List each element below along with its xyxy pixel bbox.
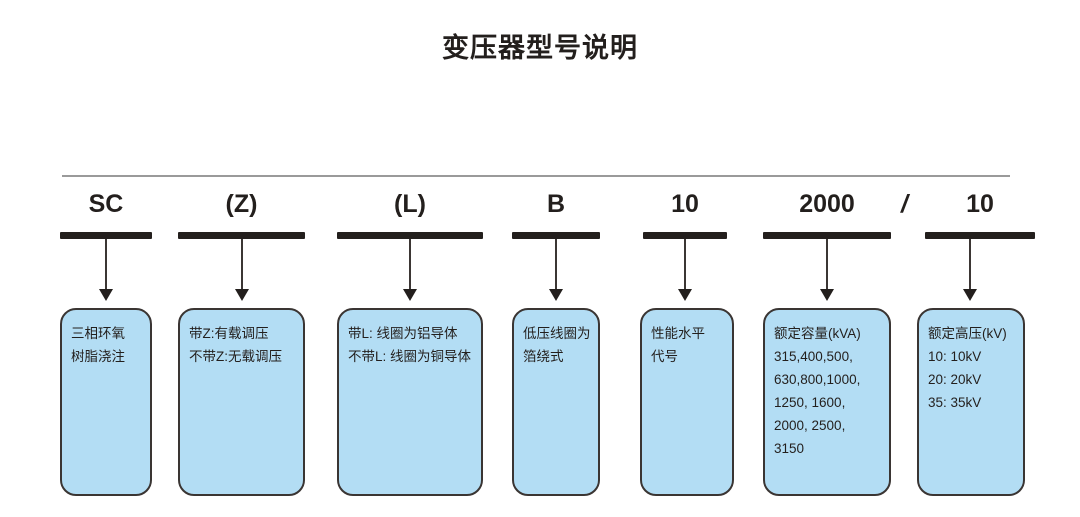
description-box-7: 额定高压(kV) 10: 10kV 20: 20kV 35: 35kV [917, 308, 1025, 496]
code-underline-2 [178, 232, 305, 239]
description-box-2: 带Z:有载调压 不带Z:无载调压 [178, 308, 305, 496]
code-underline-4 [512, 232, 600, 239]
description-box-5: 性能水平 代号 [640, 308, 734, 496]
arrow-head-5 [678, 289, 692, 301]
desc-line: 315,400,500, [774, 349, 853, 364]
code-group-3: (L) [337, 188, 483, 239]
header-divider [62, 175, 1010, 177]
code-label-6: 2000 [799, 190, 855, 218]
code-label-7: 10 [966, 190, 994, 218]
code-label-1: SC [88, 190, 124, 218]
code-underline-6 [763, 232, 891, 239]
desc-line: 带Z:有载调压 [189, 326, 269, 341]
desc-line: 35: 35kV [928, 395, 982, 410]
code-label-2: (Z) [225, 190, 258, 218]
desc-line: 三相环氧 [71, 326, 125, 341]
description-box-1: 三相环氧 树脂浇注 [60, 308, 152, 496]
desc-line: 额定容量(kVA) [774, 326, 861, 341]
arrow-stem-2 [241, 239, 243, 291]
desc-line: 不带L: 线圈为铜导体 [348, 349, 472, 364]
desc-line: 树脂浇注 [71, 349, 125, 364]
arrow-head-1 [99, 289, 113, 301]
separator-slash: / [901, 190, 908, 218]
code-underline-7 [925, 232, 1035, 239]
desc-line: 不带Z:无载调压 [189, 349, 282, 364]
desc-line: 2000, 2500, [774, 418, 846, 433]
desc-line: 性能水平 [651, 326, 705, 341]
desc-line: 代号 [651, 349, 678, 364]
page-title: 变压器型号说明 [442, 33, 638, 63]
desc-line: 低压线圈为 [523, 326, 591, 341]
description-box-6: 额定容量(kVA) 315,400,500, 630,800,1000, 125… [763, 308, 891, 496]
code-underline-1 [60, 232, 152, 239]
arrow-head-7 [963, 289, 977, 301]
arrow-head-2 [235, 289, 249, 301]
desc-line: 3150 [774, 441, 805, 456]
description-box-3: 带L: 线圈为铝导体 不带L: 线圈为铜导体 [337, 308, 483, 496]
desc-line: 630,800,1000, [774, 372, 861, 387]
arrow-stem-7 [969, 239, 971, 291]
desc-line: 20: 20kV [928, 372, 982, 387]
code-underline-5 [643, 232, 727, 239]
code-label-4: B [546, 190, 566, 218]
arrow-stem-6 [826, 239, 828, 291]
description-box-4: 低压线圈为 箔绕式 [512, 308, 600, 496]
code-label-3: (L) [394, 190, 426, 218]
desc-line: 额定高压(kV) [928, 326, 1007, 341]
arrow-head-3 [403, 289, 417, 301]
code-group-1: SC [60, 188, 152, 239]
desc-line: 10: 10kV [928, 349, 982, 364]
code-underline-3 [337, 232, 483, 239]
code-group-4: B [512, 188, 600, 239]
code-label-5: 10 [671, 190, 699, 218]
code-group-5: 10 [643, 188, 727, 239]
arrow-stem-5 [684, 239, 686, 291]
arrow-stem-1 [105, 239, 107, 291]
code-group-7: 10 [925, 188, 1035, 239]
code-group-2: (Z) [178, 188, 305, 239]
arrow-head-4 [549, 289, 563, 301]
desc-line: 箔绕式 [523, 349, 564, 364]
arrow-head-6 [820, 289, 834, 301]
arrow-stem-4 [555, 239, 557, 291]
code-group-6: 2000 [763, 188, 891, 239]
desc-line: 带L: 线圈为铝导体 [348, 326, 458, 341]
arrow-stem-3 [409, 239, 411, 291]
desc-line: 1250, 1600, [774, 395, 846, 410]
